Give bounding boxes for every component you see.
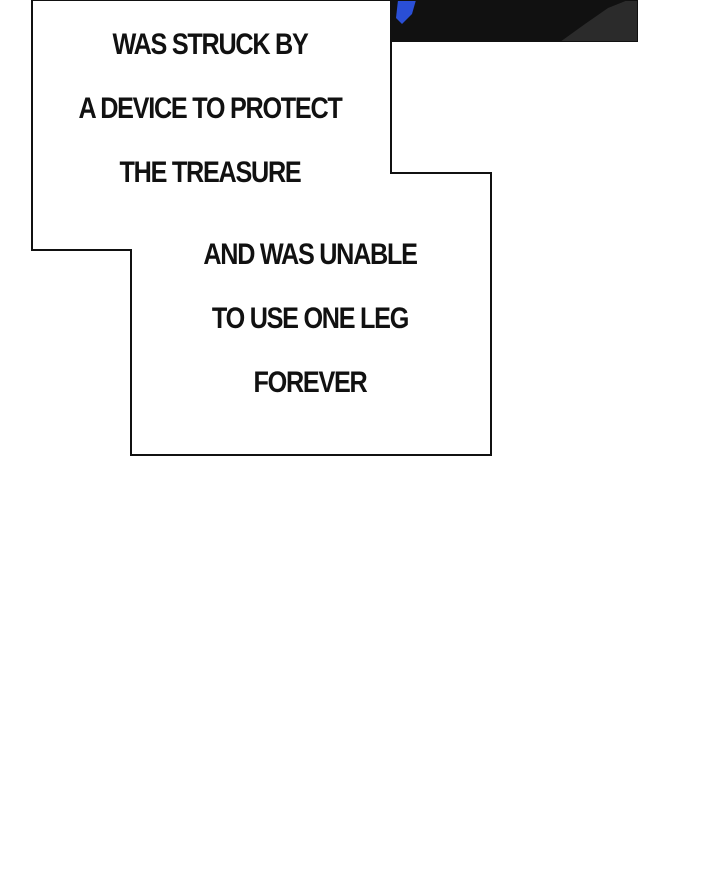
caption-line-3: THE TREASURE	[119, 156, 302, 189]
art-panel-blue-shape	[396, 0, 416, 24]
art-panel-shadow-shape	[560, 0, 638, 42]
caption-line-6: FOREVER	[253, 366, 367, 399]
caption-line-5: TO USE ONE LEG	[211, 302, 409, 335]
caption-line-2: A DEVICE TO PROTECT	[78, 92, 342, 125]
narration-box-outline	[31, 0, 492, 456]
caption-line-1: WAS STRUCK BY	[112, 28, 308, 61]
caption-line-4: AND WAS UNABLE	[203, 238, 418, 271]
